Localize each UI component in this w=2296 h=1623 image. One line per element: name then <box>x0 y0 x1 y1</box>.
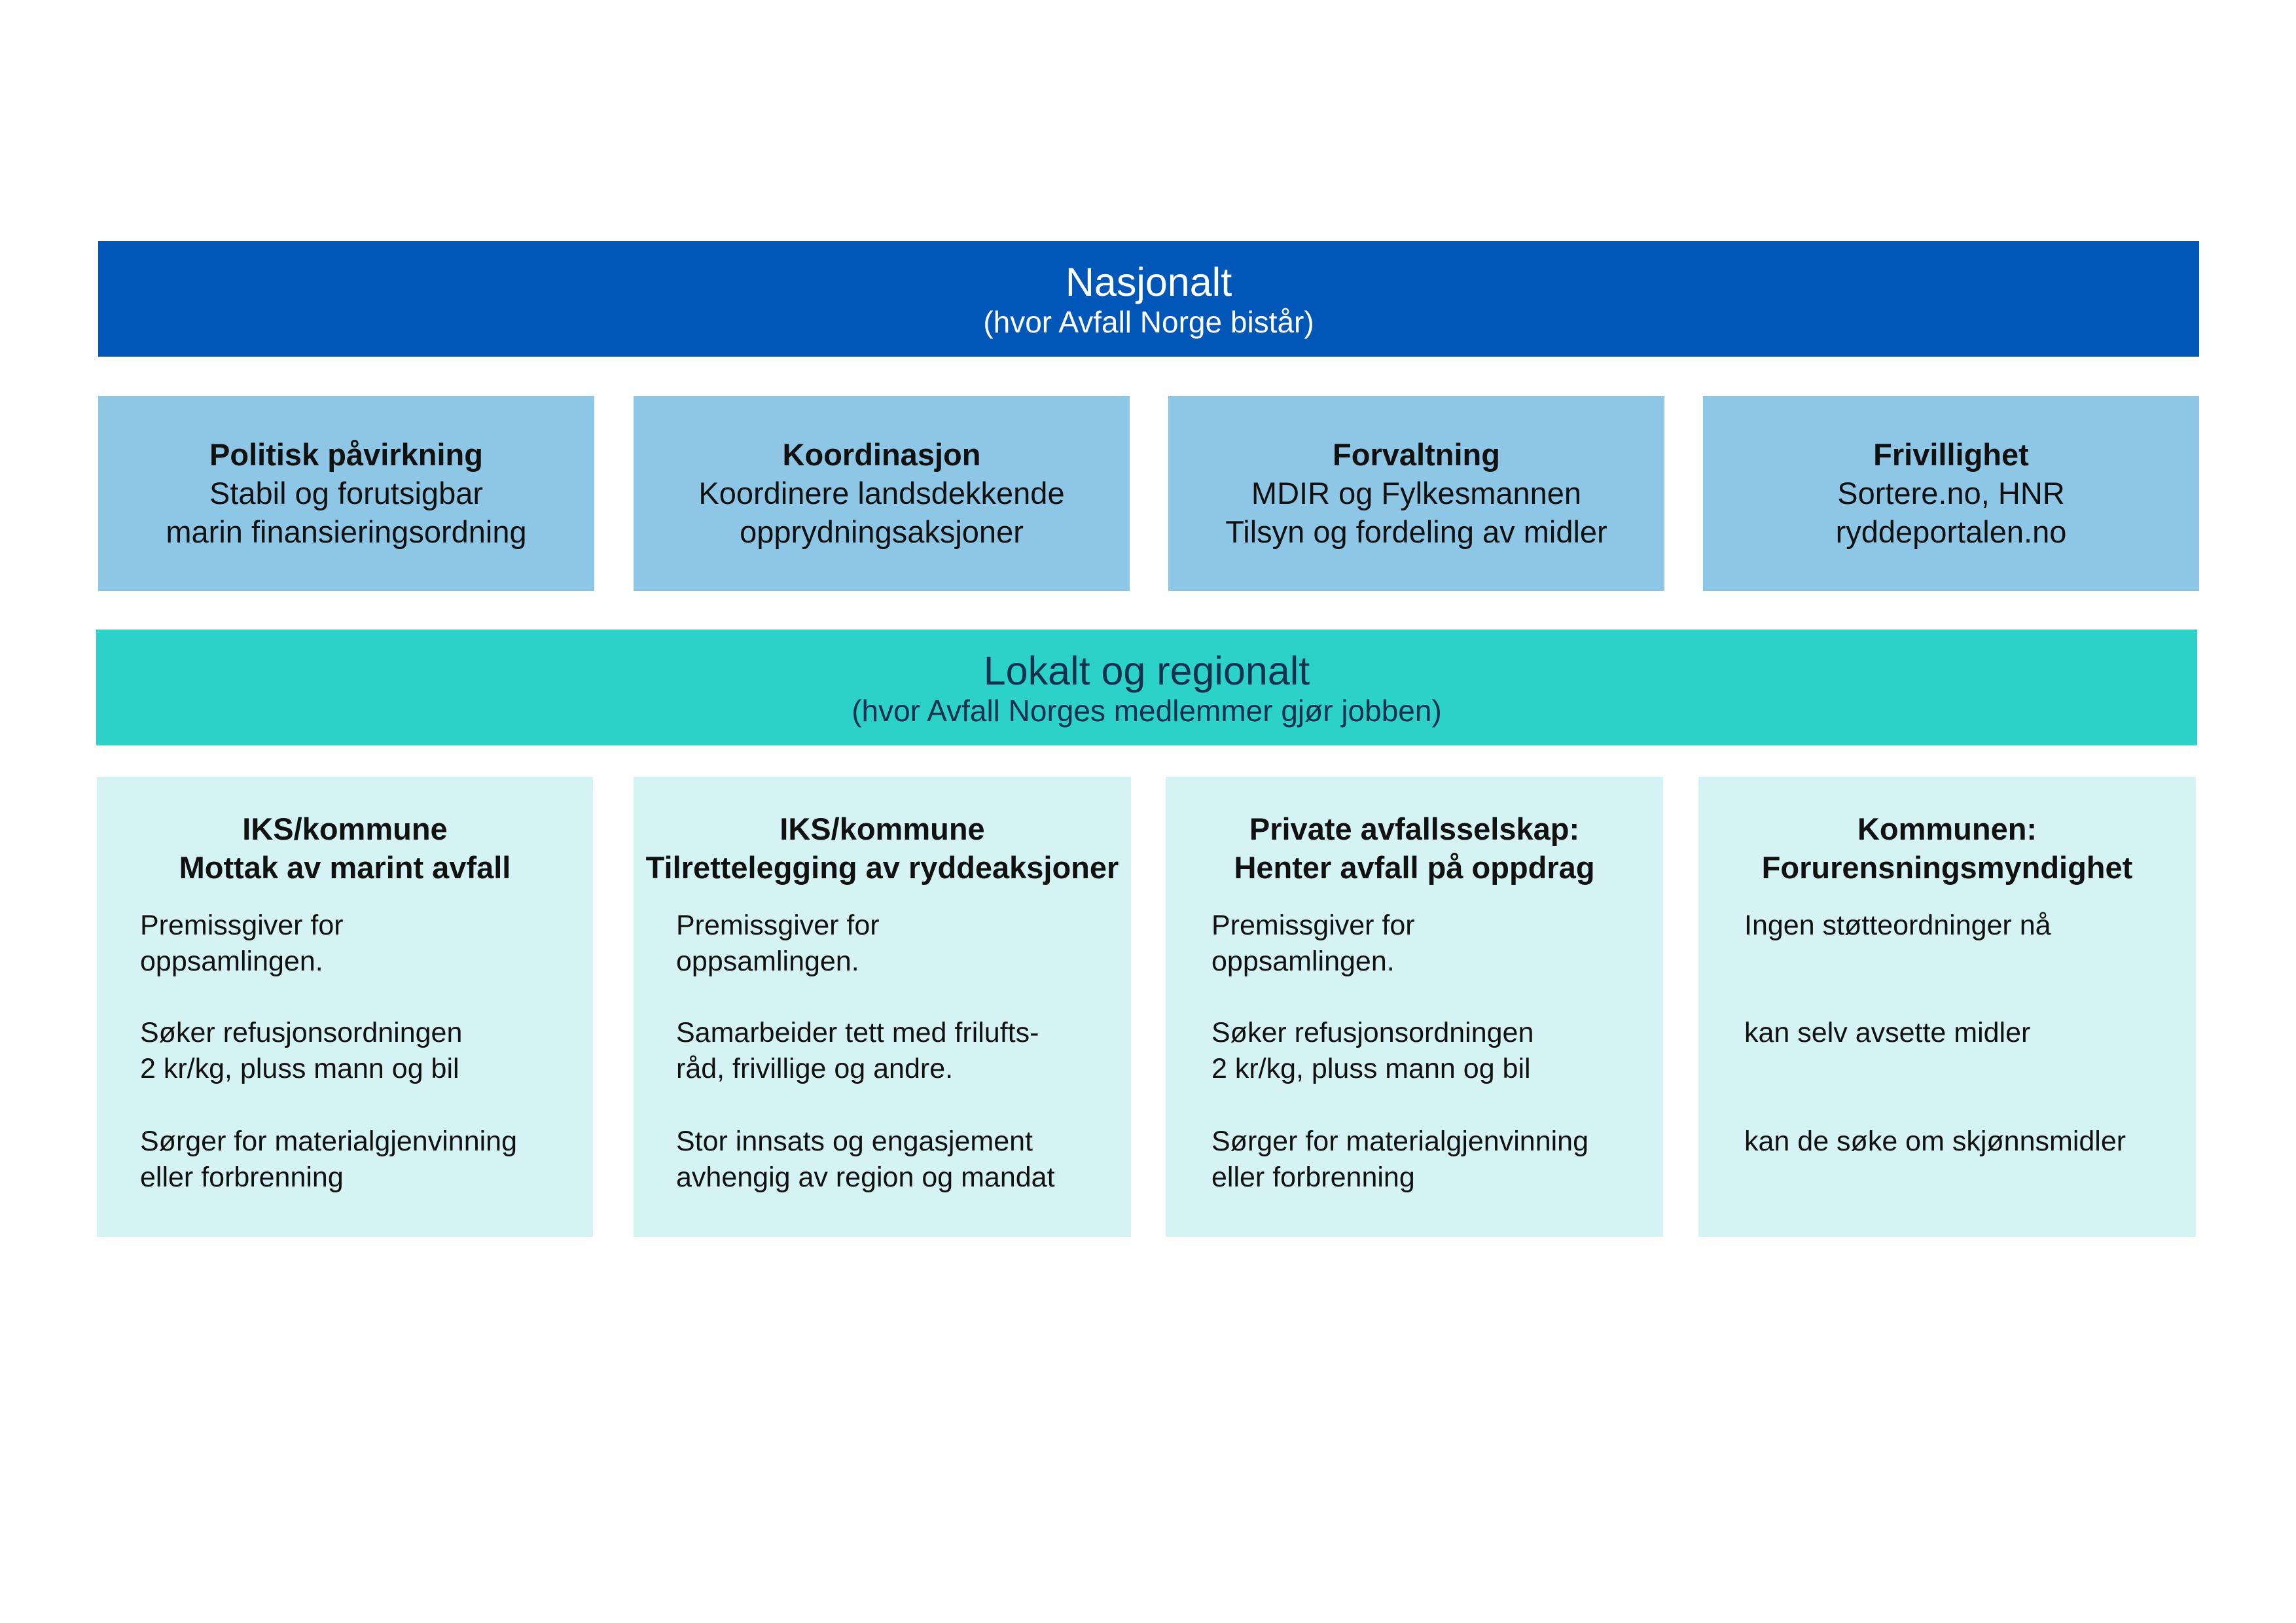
local-box-text: Sørger for materialgjenvinning <box>1211 1126 1588 1157</box>
local-box-text: oppsamlingen. <box>140 946 323 977</box>
local-box-text: Premissgiver for <box>676 910 880 941</box>
national-box-line: marin finansieringsordning <box>166 514 527 549</box>
national-box-heading: Koordinasjon <box>782 437 981 472</box>
local-box-text: Premissgiver for <box>1211 910 1415 941</box>
local-box-text: råd, frivillige og andre. <box>676 1053 954 1084</box>
local-header: Lokalt og regionalt (hvor Avfall Norges … <box>96 630 2197 745</box>
local-box-text: Stor innsats og engasjement <box>676 1126 1033 1157</box>
local-box-text: 2 kr/kg, pluss mann og bil <box>140 1053 459 1084</box>
national-box-heading: Politisk påvirkning <box>209 437 483 472</box>
local-box-text: Søker refusjonsordningen <box>140 1017 463 1048</box>
local-box-heading-line: Kommunen: <box>1857 812 2037 846</box>
local-box-text: oppsamlingen. <box>676 946 859 977</box>
local-box-iks-reception: IKS/kommune Mottak av marint avfall Prem… <box>97 777 593 1237</box>
national-subtitle: (hvor Avfall Norge bistår) <box>983 305 1314 339</box>
local-box-text: 2 kr/kg, pluss mann og bil <box>1211 1053 1531 1084</box>
local-box-text: kan de søke om skjønnsmidler <box>1744 1126 2126 1157</box>
local-box-heading: Kommunen: Forurensningsmyndighet <box>1692 810 2202 887</box>
national-box-line: Stabil og forutsigbar <box>209 476 484 510</box>
local-box-text: kan selv avsette midler <box>1744 1017 2031 1048</box>
local-box-text: Søker refusjonsordningen <box>1211 1017 1534 1048</box>
local-box-text: oppsamlingen. <box>1211 946 1395 977</box>
local-box-iks-cleanup: IKS/kommune Tilrettelegging av ryddeaksj… <box>634 777 1131 1237</box>
local-box-heading: IKS/kommune Tilrettelegging av ryddeaksj… <box>627 810 1138 887</box>
national-box-heading: Forvaltning <box>1333 437 1500 472</box>
local-box-heading-line: Tilrettelegging av ryddeaksjoner <box>645 850 1119 885</box>
national-box-administration: Forvaltning MDIR og Fylkesmannen Tilsyn … <box>1168 396 1664 591</box>
national-box-line: Sortere.no, HNR <box>1837 476 2065 510</box>
national-box-line: Koordinere landsdekkende <box>698 476 1065 510</box>
local-box-heading-line: Henter avfall på oppdrag <box>1234 850 1595 885</box>
local-box-heading-line: Private avfallsselskap: <box>1249 812 1580 846</box>
national-box-line: opprydningsaksjoner <box>740 514 1024 549</box>
national-title: Nasjonalt <box>1065 260 1232 304</box>
local-box-private-company: Private avfallsselskap: Henter avfall på… <box>1166 777 1663 1237</box>
local-box-heading-line: Mottak av marint avfall <box>179 850 511 885</box>
local-box-text: Sørger for materialgjenvinning <box>140 1126 517 1157</box>
national-box-line: MDIR og Fylkesmannen <box>1251 476 1582 510</box>
local-subtitle: (hvor Avfall Norges medlemmer gjør jobbe… <box>852 694 1442 728</box>
local-box-text: avhengig av region og mandat <box>676 1162 1055 1193</box>
local-box-heading: IKS/kommune Mottak av marint avfall <box>90 810 600 887</box>
local-box-heading-line: IKS/kommune <box>242 812 448 846</box>
national-box-heading: Frivillighet <box>1873 437 2029 472</box>
local-box-municipality: Kommunen: Forurensningsmyndighet Ingen s… <box>1698 777 2196 1237</box>
local-box-text: eller forbrenning <box>1211 1162 1415 1193</box>
local-box-heading: Private avfallsselskap: Henter avfall på… <box>1159 810 1670 887</box>
local-box-heading-line: Forurensningsmyndighet <box>1761 850 2133 885</box>
local-box-text: eller forbrenning <box>140 1162 344 1193</box>
local-title: Lokalt og regionalt <box>983 649 1310 693</box>
national-box-coordination: Koordinasjon Koordinere landsdekkende op… <box>634 396 1130 591</box>
national-box-politics: Politisk påvirkning Stabil og forutsigba… <box>98 396 594 591</box>
local-box-text: Samarbeider tett med frilufts- <box>676 1017 1039 1048</box>
local-box-heading-line: IKS/kommune <box>780 812 985 846</box>
national-box-volunteering: Frivillighet Sortere.no, HNR ryddeportal… <box>1703 396 2199 591</box>
national-header: Nasjonalt (hvor Avfall Norge bistår) <box>98 241 2199 357</box>
national-box-line: Tilsyn og fordeling av midler <box>1225 514 1607 549</box>
local-box-text: Ingen støtteordninger nå <box>1744 910 2051 941</box>
national-box-line: ryddeportalen.no <box>1835 514 2067 549</box>
local-box-text: Premissgiver for <box>140 910 344 941</box>
